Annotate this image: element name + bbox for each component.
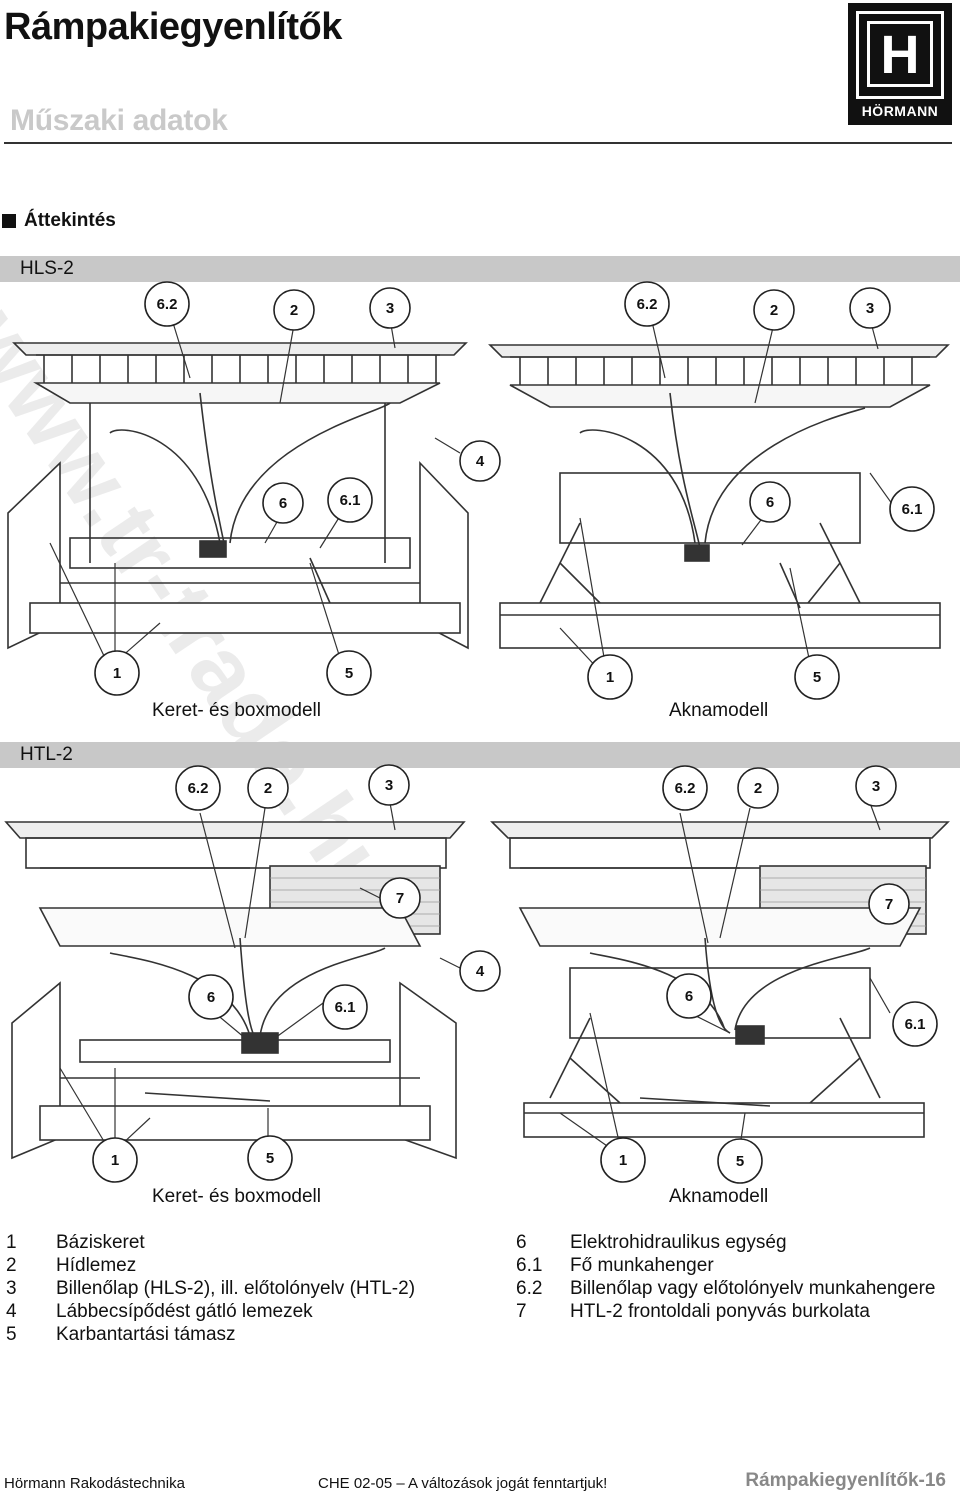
callout-hls-right-4: 6 — [766, 494, 774, 511]
callout-hls-right-2: 2 — [770, 302, 778, 319]
legend-num: 7 — [516, 1301, 527, 1322]
callout-hls-left-8: 5 — [345, 665, 353, 682]
legend-text: Báziskeret — [56, 1232, 145, 1253]
callout-htl-right-3: 3 — [872, 778, 880, 795]
caption-hls-right: Aknamodell — [669, 700, 769, 721]
legend-left: 1 Báziskeret 2 Hídlemez 3 Billenőlap (HLS-2… — [6, 1232, 415, 1347]
callout-hls-right-6: 1 — [606, 669, 614, 686]
legend-right: 6 Elektrohidraulikus egység 6.1 Fő munkahe… — [516, 1232, 935, 1324]
page-subtitle: Műszaki adatok — [10, 104, 228, 137]
legend-num: 4 — [6, 1301, 17, 1322]
footer-page-label: Rámpakiegyenlítők-16 — [745, 1470, 946, 1491]
legend-item: 7 HTL-2 frontoldali ponyvás burkolata — [516, 1301, 935, 1324]
legend-text: Billenőlap (HLS-2), ill. előtolónyelv (H… — [56, 1278, 416, 1299]
callout-htl-right-8: 5 — [736, 1153, 744, 1170]
legend-text: Fő munkahenger — [570, 1255, 714, 1276]
legend-text: HTL-2 frontoldali ponyvás burkolata — [570, 1301, 870, 1322]
legend-num: 3 — [6, 1278, 17, 1299]
callout-htl-left-5: 4 — [476, 963, 485, 980]
legend-num: 6 — [516, 1232, 527, 1253]
callout-htl-left-6: 6 — [207, 989, 215, 1006]
callout-hls-left-6: 6.1 — [340, 492, 361, 509]
callout-htl-left-1: 6.2 — [188, 780, 209, 797]
section-heading: Áttekintés — [2, 210, 116, 232]
diagram-htl-frame-box: 6.2 2 3 7 4 6 6.1 1 5 — [4, 764, 501, 1183]
callout-hls-left-2: 2 — [290, 302, 298, 319]
legend-item: 1 Báziskeret — [6, 1232, 415, 1255]
callout-htl-left-2: 2 — [264, 780, 272, 797]
callout-htl-left-8: 1 — [111, 1152, 119, 1169]
diagram-hls-pit: 6.2 2 3 6 6.1 1 5 — [488, 281, 950, 700]
band-hls-label: HLS-2 — [20, 258, 74, 279]
callout-hls-left-5: 6 — [279, 495, 287, 512]
band-htl: HTL-2 — [0, 742, 960, 768]
legend-item: 3 Billenőlap (HLS-2), ill. előtolónyelv (… — [6, 1278, 415, 1301]
callout-hls-right-7: 5 — [813, 669, 821, 686]
logo-inner-frame — [867, 21, 933, 87]
band-hls: HLS-2 — [0, 256, 960, 282]
legend-text: Lábbecsípődést gátló lemezek — [56, 1301, 313, 1322]
caption-hls-left: Keret- és boxmodell — [152, 700, 321, 721]
callout-htl-right-5: 6 — [685, 988, 693, 1005]
callout-htl-right-6: 6.1 — [905, 1016, 926, 1033]
legend-item: 6.2 Billenőlap vagy előtolónyelv munkahen… — [516, 1278, 935, 1301]
callout-htl-left-9: 5 — [266, 1150, 274, 1167]
callout-hls-left-4: 4 — [476, 453, 485, 470]
legend-num: 6.2 — [516, 1278, 543, 1299]
legend-text: Elektrohidraulikus egység — [570, 1232, 787, 1253]
legend-item: 6.1 Fő munkahenger — [516, 1255, 935, 1278]
callout-htl-left-3: 3 — [385, 777, 393, 794]
callout-htl-right-2: 2 — [754, 780, 762, 797]
header-rule — [4, 142, 952, 144]
legend-text: Billenőlap vagy előtolónyelv munkahenger… — [570, 1278, 936, 1299]
logo-frame — [856, 11, 944, 99]
callout-htl-right-1: 6.2 — [675, 780, 696, 797]
caption-htl-left: Keret- és boxmodell — [152, 1186, 321, 1207]
legend-item: 5 Karbantartási támasz — [6, 1324, 415, 1347]
callout-hls-right-5: 6.1 — [902, 501, 923, 518]
logo-letter: H — [880, 25, 920, 85]
callout-hls-left-3: 3 — [386, 300, 394, 317]
callout-htl-left-4: 7 — [396, 890, 404, 907]
legend-text: Karbantartási támasz — [56, 1324, 236, 1345]
legend-item: 2 Hídlemez — [6, 1255, 415, 1278]
footer-company: Hörmann Rakodástechnika — [4, 1475, 185, 1492]
lip-hinge-teeth — [43, 355, 437, 383]
legend-num: 6.1 — [516, 1255, 543, 1276]
callout-hls-left-7: 1 — [113, 665, 121, 682]
legend-num: 5 — [6, 1324, 17, 1345]
footer-notice: CHE 02-05 – A változások jogát fenntartj… — [318, 1475, 608, 1492]
legend-num: 2 — [6, 1255, 17, 1276]
legend-item: 6 Elektrohidraulikus egység — [516, 1232, 935, 1255]
hormann-logo: H HÖRMANN — [848, 3, 952, 125]
legend-item: 4 Lábbecsípődést gátló lemezek — [6, 1301, 415, 1324]
logo-brand-text: HÖRMANN — [861, 103, 939, 119]
legend-text: Hídlemez — [56, 1255, 137, 1276]
callout-htl-right-4: 7 — [885, 896, 893, 913]
caption-htl-right: Aknamodell — [669, 1186, 769, 1207]
band-htl-label: HTL-2 — [20, 744, 73, 765]
callout-hls-right-1: 6.2 — [637, 296, 658, 313]
callout-htl-left-7: 6.1 — [335, 999, 356, 1016]
page-title: Rámpakiegyenlítők — [4, 6, 342, 48]
callout-htl-right-7: 1 — [619, 1152, 627, 1169]
callout-hls-right-3: 3 — [866, 300, 874, 317]
bullet-square-icon — [2, 214, 16, 228]
callout-hls-left-1: 6.2 — [157, 296, 178, 313]
diagram-hls-frame-box: 6.2 2 3 4 6 6.1 1 5 — [7, 281, 501, 696]
diagram-htl-pit: 6.2 2 3 7 6 6.1 1 5 — [490, 765, 950, 1184]
section-title: Áttekintés — [24, 210, 116, 231]
legend-num: 1 — [6, 1232, 17, 1253]
lip-hinge-teeth — [519, 357, 913, 385]
